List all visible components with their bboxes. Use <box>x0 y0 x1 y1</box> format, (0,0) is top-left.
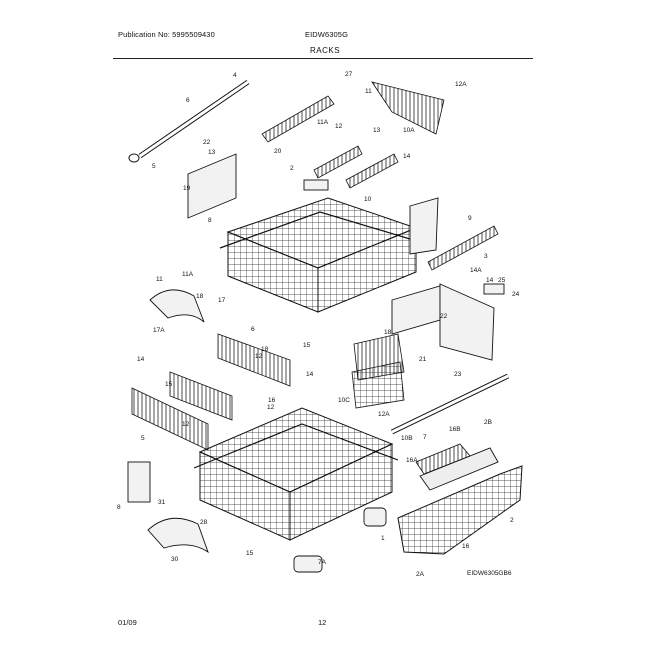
callout-label: 16B <box>449 426 461 433</box>
callout-label: 9 <box>468 215 472 222</box>
callout-label: 14 <box>306 371 314 378</box>
callout-label: 10C <box>338 397 350 404</box>
callout-label: 3 <box>484 253 488 260</box>
callout-label: 11 <box>156 276 163 283</box>
callout-label: 17A <box>153 327 165 334</box>
callout-label: 28 <box>200 519 208 526</box>
callout-label: 10B <box>401 435 413 442</box>
callout-label: 1 <box>381 535 385 542</box>
rack-rails <box>128 79 510 435</box>
section-title: RACKS <box>309 46 341 55</box>
callout-label: 14A <box>470 267 482 274</box>
callout-label: 8 <box>208 217 212 224</box>
callout-label: 23 <box>454 371 462 378</box>
callout-labels: 46522131982271111A1213201412A10A10931111… <box>117 71 520 578</box>
callout-label: 10 <box>364 196 372 203</box>
small-parts <box>127 153 505 573</box>
callout-label: 10A <box>403 127 415 134</box>
lower-rack <box>193 407 399 541</box>
callout-label: 6 <box>186 97 190 104</box>
callout-label: 12A <box>378 411 390 418</box>
callout-label: 8 <box>117 504 121 511</box>
callout-label: 16A <box>406 457 418 464</box>
callout-label: 20 <box>274 148 282 155</box>
callout-label: 12 <box>182 421 190 428</box>
callout-label: 7A <box>318 559 327 566</box>
callout-label: 12 <box>335 123 343 130</box>
callout-label: 2 <box>510 517 514 524</box>
callout-label: 7 <box>423 434 427 441</box>
silverware-basket <box>397 443 523 555</box>
callout-label: 12A <box>455 81 467 88</box>
callout-label: 18 <box>196 293 204 300</box>
callout-label: 5 <box>152 163 156 170</box>
callout-label: 12 <box>267 404 275 411</box>
callout-label: 22 <box>203 139 211 146</box>
footer-page-number: 12 <box>318 618 327 627</box>
callout-label: 5 <box>141 435 145 442</box>
callout-label: 2A <box>416 571 425 578</box>
callout-label: 16 <box>462 543 470 550</box>
callout-label: 24 <box>512 291 520 298</box>
drawing-id: EIDW6305GB6 <box>467 570 512 577</box>
callout-label: 31 <box>158 499 166 506</box>
callout-label: 15 <box>246 550 254 557</box>
callout-label: 15 <box>165 381 173 388</box>
callout-label: 16 <box>268 397 276 404</box>
publication-number: Publication No: 5995509430 <box>118 30 215 39</box>
callout-label: 22 <box>440 313 448 320</box>
callout-label: 18 <box>384 329 392 336</box>
callout-label: 14 <box>137 356 145 363</box>
callout-label: 14 <box>486 277 494 284</box>
callout-label: 4 <box>233 72 237 79</box>
callout-label: 11 <box>365 88 372 95</box>
callout-label: 2 <box>290 165 294 172</box>
header-rule <box>113 58 533 59</box>
callout-label: 13 <box>208 149 216 156</box>
upper-rack <box>219 197 421 313</box>
callout-label: 14 <box>403 153 411 160</box>
callout-label: 17 <box>218 297 226 304</box>
callout-label: 19 <box>183 185 191 192</box>
callout-label: 30 <box>171 556 179 563</box>
callout-label: 11A <box>182 271 194 278</box>
callout-label: 13 <box>373 127 381 134</box>
callout-label: 25 <box>498 277 506 284</box>
callout-label: 21 <box>419 356 427 363</box>
callout-label: 11A <box>317 119 329 126</box>
callout-label: 12 <box>255 353 263 360</box>
callout-label: 18 <box>261 346 269 353</box>
callout-label: 2B <box>484 419 492 426</box>
callout-label: 6 <box>251 326 255 333</box>
callout-label: 27 <box>345 71 353 78</box>
footer-date: 01/09 <box>118 618 137 627</box>
model-number: EIDW6305G <box>305 30 348 39</box>
tine-rows <box>131 81 499 451</box>
callout-label: 15 <box>303 342 311 349</box>
